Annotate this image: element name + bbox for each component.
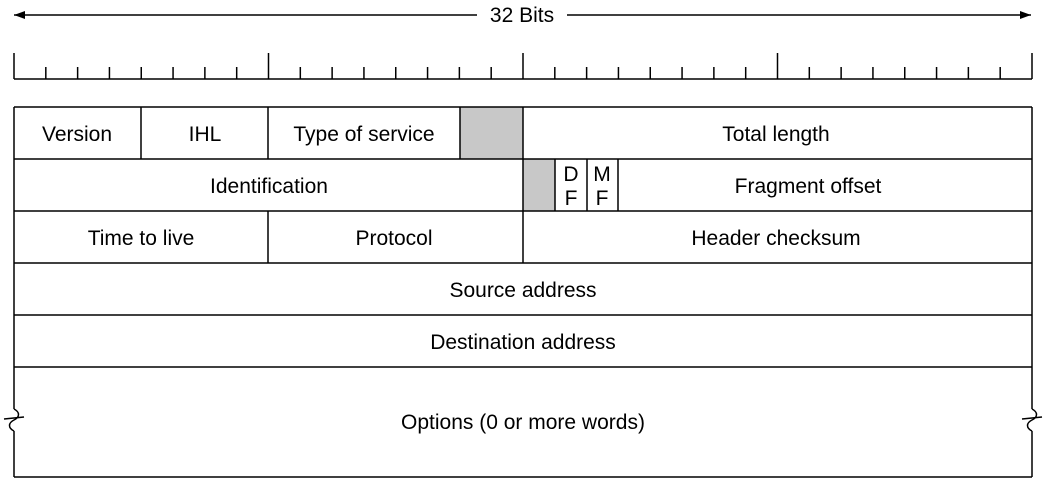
unused-bit-flag bbox=[523, 159, 555, 211]
unused-bits-tos bbox=[460, 107, 523, 159]
field-source-address: Source address bbox=[449, 279, 596, 302]
field-protocol: Protocol bbox=[355, 227, 432, 250]
field-total-length: Total length bbox=[722, 123, 829, 146]
field-version: Version bbox=[42, 123, 112, 146]
left-break-slash bbox=[3, 416, 25, 420]
width-arrow: 32 Bits bbox=[14, 4, 1031, 27]
bit-ruler bbox=[13, 53, 1033, 80]
right-break-slash bbox=[1021, 416, 1043, 420]
field-mf-top: M bbox=[593, 163, 611, 186]
field-fragment-offset: Fragment offset bbox=[735, 175, 882, 198]
field-identification: Identification bbox=[210, 175, 328, 198]
right-break-mark bbox=[1026, 408, 1038, 432]
field-time-to-live: Time to live bbox=[88, 227, 195, 250]
header-table bbox=[3, 106, 1043, 478]
field-type-of-service: Type of service bbox=[293, 123, 434, 146]
field-df-top: D bbox=[563, 163, 578, 186]
left-break-mark bbox=[8, 408, 20, 432]
field-df-bottom: F bbox=[565, 187, 578, 210]
ruler-ticks bbox=[13, 53, 1033, 79]
field-header-checksum: Header checksum bbox=[691, 227, 860, 250]
width-label: 32 Bits bbox=[490, 4, 554, 27]
field-destination-address: Destination address bbox=[430, 331, 616, 354]
field-ihl: IHL bbox=[189, 123, 222, 146]
field-labels: Version IHL Type of service Total length… bbox=[42, 123, 882, 434]
field-mf-bottom: F bbox=[596, 187, 609, 210]
field-options: Options (0 or more words) bbox=[401, 411, 645, 434]
